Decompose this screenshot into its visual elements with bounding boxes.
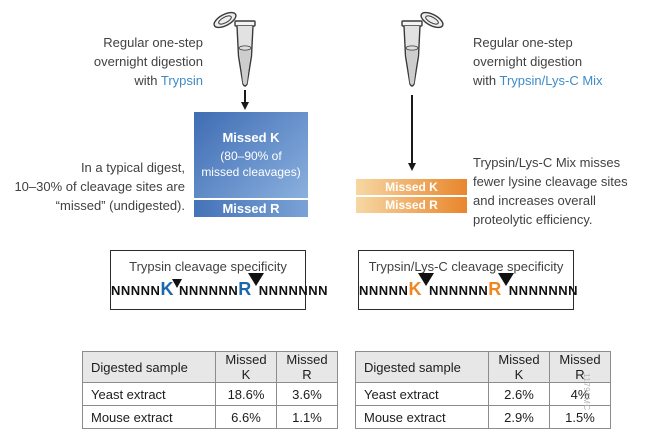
table-row: Yeast extract 2.6% 4%	[355, 382, 611, 406]
col-header-digested-sample: Digested sample	[82, 351, 216, 383]
sample-name: Mouse extract	[355, 405, 489, 429]
seq-mid: NNNNNN	[178, 283, 239, 298]
trypsin-specificity-box: Trypsin cleavage specificity NNNNNK NNNNN…	[110, 250, 328, 310]
enzyme-name-trypsin: Trypsin	[160, 73, 203, 88]
left-intro-line2: overnight digestion	[93, 54, 203, 69]
missed-k-value: 6.6%	[215, 405, 277, 429]
microtube-icon	[401, 11, 444, 87]
right-note-line4: proteolytic efficiency.	[473, 212, 593, 227]
col-header-missed-r: Missed R	[276, 351, 338, 383]
missed-r-value: 4%	[549, 382, 611, 406]
trypsin-lysc-results-table: Digested sample Missed K Missed R Yeast …	[355, 351, 611, 429]
missed-k-bar: Missed K	[356, 179, 467, 195]
left-note-line3: “missed” (undigested).	[55, 198, 185, 213]
missed-r-value: 1.1%	[276, 405, 338, 429]
right-note-line3: and increases overall	[473, 193, 596, 208]
sample-name: Yeast extract	[82, 382, 216, 406]
down-arrow-right-icon	[407, 95, 417, 171]
missed-k-note-line1: (80–90% of	[220, 149, 282, 163]
right-intro-text: Regular one-step overnight digestion wit…	[473, 33, 643, 90]
col-header-missed-r: Missed R	[549, 351, 611, 383]
table-header-row: Digested sample Missed K Missed R	[355, 351, 611, 383]
left-intro-line3: with Trypsin	[55, 71, 203, 90]
missed-r-value: 1.5%	[549, 405, 611, 429]
right-intro-line3: with Trypsin/Lys-C Mix	[473, 71, 643, 90]
right-note-text: Trypsin/Lys-C Mix misses fewer lysine cl…	[473, 153, 648, 229]
trypsin-lysc-specificity-title: Trypsin/Lys-C cleavage specificity	[368, 259, 564, 274]
missed-k-value: 18.6%	[215, 382, 277, 406]
sample-name: Yeast extract	[355, 382, 489, 406]
table-row: Mouse extract 2.9% 1.5%	[355, 405, 611, 429]
microtube-left	[212, 10, 264, 99]
missed-k-note-line2: missed cleavages)	[201, 165, 301, 179]
missed-r-value: 3.6%	[276, 382, 338, 406]
figure-code: 11798MC	[582, 373, 591, 411]
missed-r-strip: Missed R	[194, 200, 308, 217]
right-intro-line2: overnight digestion	[473, 54, 583, 69]
cleavage-site-icon	[497, 273, 514, 286]
seq-pre: NNNNN	[359, 283, 409, 298]
microtube-icon	[213, 11, 256, 87]
microtube-right	[393, 10, 445, 99]
left-intro-line1: Regular one-step	[103, 35, 203, 50]
table-header-row: Digested sample Missed K Missed R	[82, 351, 338, 383]
trypsin-results-table: Digested sample Missed K Missed R Yeast …	[82, 351, 338, 429]
lysine-residue: K	[160, 279, 174, 299]
cleavage-site-icon	[417, 273, 434, 286]
right-note-line1: Trypsin/Lys-C Mix misses	[473, 155, 621, 170]
cleavage-site-icon	[171, 279, 182, 288]
col-header-missed-k: Missed K	[488, 351, 550, 383]
missed-k-value: 2.6%	[488, 382, 550, 406]
missed-k-box: Missed K (80–90% of missed cleavages)	[194, 112, 308, 198]
with-word: with	[473, 73, 497, 88]
left-note-line1: In a typical digest,	[80, 160, 185, 175]
seq-pre: NNNNN	[111, 283, 161, 298]
with-word: with	[134, 73, 158, 88]
seq-mid: NNNNNN	[428, 283, 489, 298]
seq-post: NNNNNNN	[508, 283, 579, 298]
missed-r-bar: Missed R	[356, 197, 467, 213]
right-intro-line1: Regular one-step	[473, 35, 573, 50]
left-note-text: In a typical digest, 10–30% of cleavage …	[5, 158, 185, 215]
col-header-digested-sample: Digested sample	[355, 351, 489, 383]
sample-name: Mouse extract	[82, 405, 216, 429]
missed-k-value: 2.9%	[488, 405, 550, 429]
table-row: Mouse extract 6.6% 1.1%	[82, 405, 338, 429]
trypsin-lysc-specificity-box: Trypsin/Lys-C cleavage specificity NNNNN…	[358, 250, 578, 310]
missed-k-label: Missed K	[222, 130, 280, 145]
cleavage-site-icon	[247, 273, 264, 286]
seq-post: NNNNNNN	[258, 283, 329, 298]
trypsin-specificity-title: Trypsin cleavage specificity	[129, 259, 287, 274]
left-intro-text: Regular one-step overnight digestion wit…	[55, 33, 203, 90]
enzyme-name-trypsin-lysc: Trypsin/Lys-C Mix	[499, 73, 603, 88]
right-note-line2: fewer lysine cleavage sites	[473, 174, 628, 189]
table-row: Yeast extract 18.6% 3.6%	[82, 382, 338, 406]
left-note-line2: 10–30% of cleavage sites are	[14, 179, 185, 194]
col-header-missed-k: Missed K	[215, 351, 277, 383]
down-arrow-left-icon	[240, 90, 250, 110]
